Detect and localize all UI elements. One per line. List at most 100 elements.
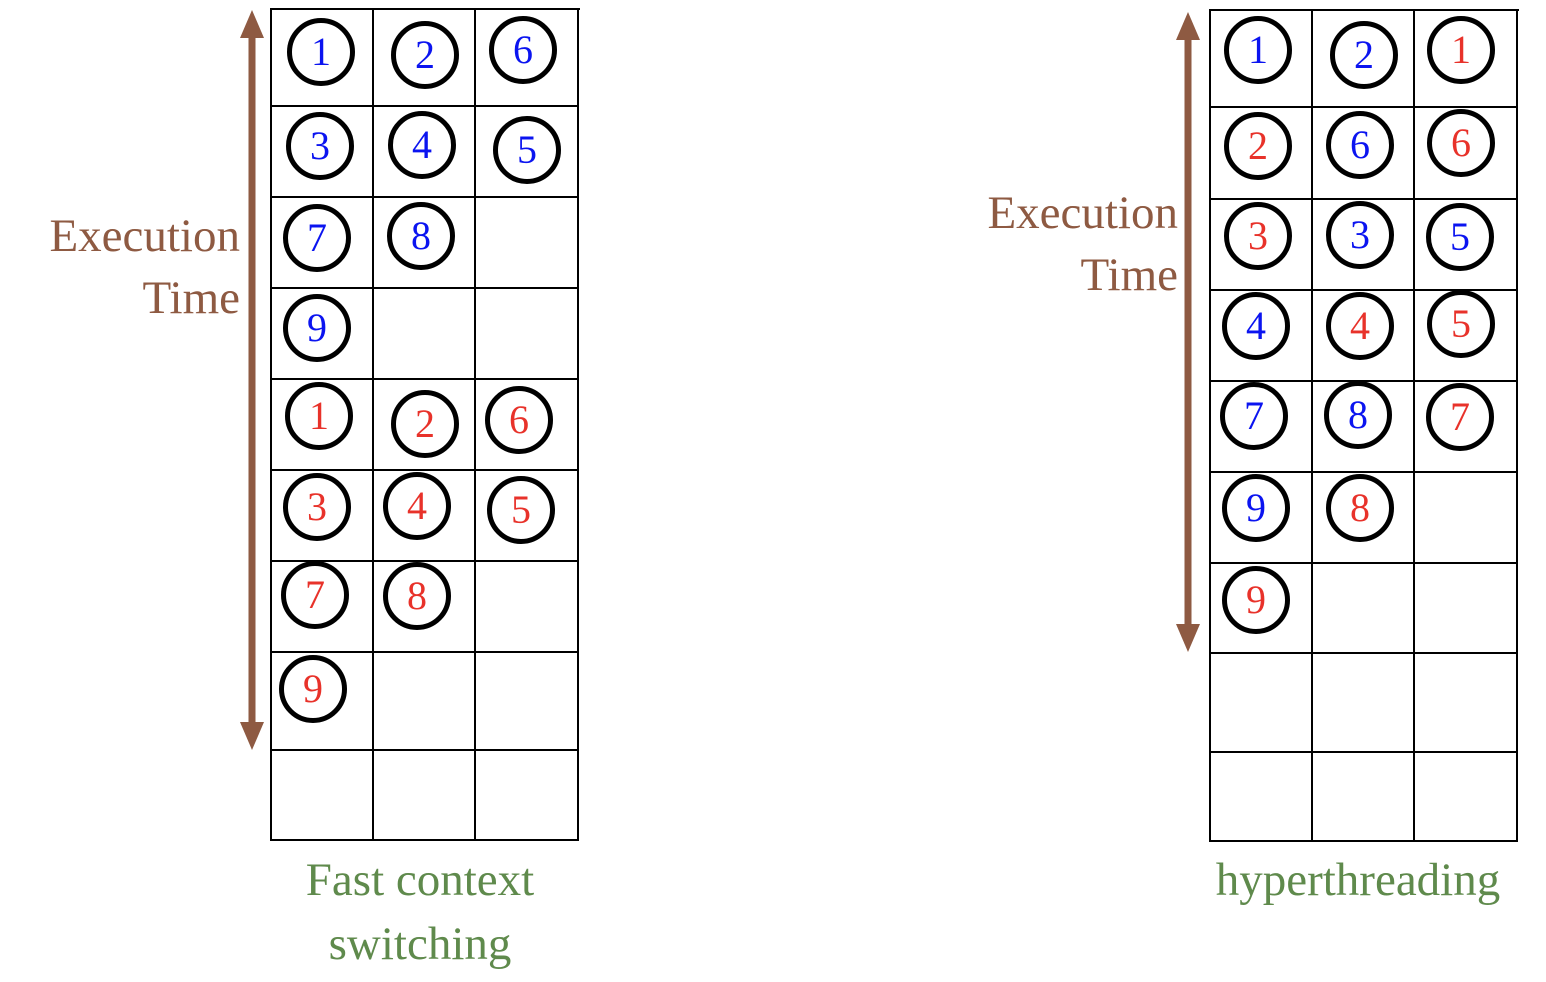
instruction-thread-b: 3 [1224, 202, 1292, 270]
grid-cell: 8 [374, 562, 476, 653]
grid-cell [1211, 753, 1313, 842]
grid-cell: 1 [272, 10, 374, 107]
instruction-thread-a: 7 [1220, 382, 1288, 450]
grid-cell: 9 [272, 653, 374, 751]
grid-cell: 5 [476, 471, 579, 562]
grid-cell: 2 [374, 380, 476, 471]
instruction-thread-a: 1 [287, 18, 355, 86]
instruction-thread-a: 1 [1224, 16, 1292, 84]
grid-cell: 7 [272, 561, 374, 653]
instruction-thread-b: 5 [487, 476, 555, 544]
instruction-thread-a: 3 [286, 112, 354, 180]
arrow-head-up [1176, 12, 1200, 40]
instruction-thread-b: 4 [383, 472, 451, 540]
instruction-thread-a: 8 [1324, 381, 1392, 449]
grid-cell [374, 289, 476, 380]
instruction-thread-a: 6 [489, 16, 557, 84]
instruction-thread-b: 1 [285, 382, 353, 450]
grid-cell: 4 [374, 107, 476, 198]
grid-cell [272, 751, 374, 841]
grid-cell: 9 [1211, 564, 1313, 654]
instruction-thread-a: 9 [283, 294, 351, 362]
caption-line2: switching [328, 918, 512, 970]
grid-cell [476, 562, 579, 653]
grid-cell [1313, 753, 1415, 842]
grid-cell: 5 [1415, 290, 1518, 382]
execution-time-label: Execution Time [0, 205, 240, 329]
grid-cell: 1 [1415, 11, 1518, 108]
grid-cell: 1 [1211, 11, 1313, 108]
grid-cell: 3 [272, 471, 374, 562]
execution-time-label-line2: Time [1080, 249, 1178, 301]
grid-cell [476, 198, 579, 289]
instruction-thread-a: 6 [1326, 111, 1394, 179]
instruction-thread-b: 3 [283, 473, 351, 541]
grid-cell: 3 [272, 107, 374, 198]
grid-cell [1415, 654, 1518, 753]
fast-context-switching-caption: Fast context switching [220, 848, 620, 976]
instruction-thread-b: 5 [1427, 290, 1495, 358]
instruction-thread-a: 2 [1330, 21, 1398, 89]
grid-cell: 8 [1313, 381, 1415, 473]
grid-cell: 6 [476, 10, 579, 107]
instruction-thread-a: 5 [493, 116, 561, 184]
arrow-head-up [240, 10, 264, 38]
execution-time-label-line2: Time [142, 272, 240, 324]
execution-time-label-line1: Execution [987, 187, 1178, 239]
grid-cell [476, 653, 579, 751]
grid-cell: 2 [1313, 11, 1415, 108]
grid-cell [1415, 564, 1518, 654]
instruction-thread-a: 2 [391, 21, 459, 89]
grid-cell: 8 [1313, 473, 1415, 564]
instruction-thread-b: 6 [485, 386, 553, 454]
instruction-thread-a: 3 [1326, 201, 1394, 269]
instruction-thread-b: 7 [1426, 383, 1494, 451]
grid-cell: 6 [1415, 108, 1518, 200]
instruction-thread-b: 9 [1222, 566, 1290, 634]
instruction-thread-b: 8 [1326, 474, 1394, 542]
grid-cell [1211, 654, 1313, 753]
grid-cell: 7 [272, 198, 374, 289]
grid-cell [374, 751, 476, 841]
instruction-thread-b: 7 [281, 561, 349, 629]
caption-line1: hyperthreading [1215, 854, 1501, 906]
grid-cell: 4 [374, 471, 476, 562]
grid-cell: 6 [476, 380, 579, 471]
grid-cell: 5 [1415, 200, 1518, 291]
grid-cell: 7 [1211, 382, 1313, 473]
instruction-thread-b: 2 [391, 390, 459, 458]
grid-cell [476, 751, 579, 841]
grid-cell: 9 [272, 289, 374, 380]
execution-time-arrow [240, 10, 264, 750]
grid-cell: 9 [1211, 473, 1313, 564]
instruction-thread-b: 2 [1224, 112, 1292, 180]
grid-cell: 2 [1211, 108, 1313, 200]
grid-cell: 6 [1313, 108, 1415, 200]
instruction-thread-a: 9 [1222, 474, 1290, 542]
instruction-thread-b: 1 [1427, 16, 1495, 84]
instruction-thread-b: 9 [279, 655, 347, 723]
arrow-head-down [240, 722, 264, 750]
execution-time-label: Execution Time [930, 182, 1178, 306]
instruction-thread-b: 8 [383, 562, 451, 630]
instruction-thread-a: 5 [1426, 203, 1494, 271]
grid-cell: 4 [1211, 291, 1313, 382]
execution-time-arrow [1176, 12, 1200, 652]
grid-cell: 7 [1415, 382, 1518, 473]
caption-line1: Fast context [305, 854, 535, 906]
grid-cell [1415, 753, 1518, 842]
grid-cell: 3 [1211, 200, 1313, 291]
grid-cell: 3 [1313, 200, 1415, 291]
hyperthreading-caption: hyperthreading [1170, 848, 1546, 912]
instruction-thread-b: 4 [1326, 292, 1394, 360]
grid-cell [1313, 564, 1415, 654]
instruction-thread-a: 4 [1222, 292, 1290, 360]
instruction-thread-a: 4 [388, 111, 456, 179]
grid-cell: 5 [476, 107, 579, 198]
grid-cell: 1 [272, 380, 374, 471]
grid-cell [374, 653, 476, 751]
